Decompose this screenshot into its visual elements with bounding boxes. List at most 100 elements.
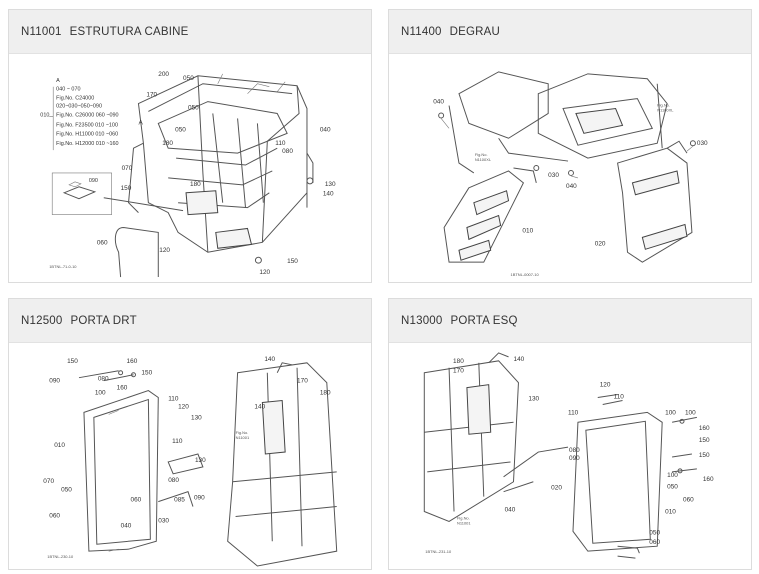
part-label: 110 <box>275 140 286 147</box>
part-label: 010 <box>522 227 533 234</box>
fig-ref: N11001 <box>457 520 471 525</box>
part-label: 120 <box>600 382 611 389</box>
part-label: 110 <box>614 394 625 401</box>
part-label: 150 <box>287 258 298 265</box>
part-label: 150 <box>699 452 710 459</box>
fig-ref: N1100XL <box>475 157 492 162</box>
diagram-thumbnail[interactable]: A 040 ~ 070 Fig.No. C24000 020~030~050~0… <box>9 54 371 282</box>
part-label: 030 <box>548 172 559 179</box>
part-label: 100 <box>685 409 696 416</box>
part-label: 040 <box>433 99 444 106</box>
card-title: PORTA ESQ <box>450 314 518 327</box>
part-label: 070 <box>122 165 133 172</box>
card-header[interactable]: N11400 DEGRAU <box>389 10 751 54</box>
part-label: 170 <box>297 378 308 385</box>
ref-line: Fig.No. H12000 010 ~160 <box>56 141 118 147</box>
part-label: 120 <box>159 247 170 254</box>
part-label: 100 <box>95 390 106 397</box>
figure-stamp: 1BTNL-0007-10 <box>511 272 540 277</box>
part-label: 080 <box>98 376 109 383</box>
part-label: 030 <box>697 140 708 147</box>
part-label: 120 <box>178 403 189 410</box>
part-label: 100 <box>665 409 676 416</box>
card-header[interactable]: N13000 PORTA ESQ <box>389 299 751 343</box>
part-label: 050 <box>188 105 199 112</box>
figure-stamp: 1BTNL-71-0-10 <box>49 264 77 269</box>
part-label: 060 <box>649 539 660 546</box>
ref-prefix: 010 <box>40 112 49 118</box>
ref-line: Fig.No. H11000 010 ~060 <box>56 131 118 137</box>
part-label: 080 <box>168 477 179 484</box>
ref-line: Fig.No. C26000 060 ~090 <box>56 112 118 118</box>
part-label: 040 <box>566 183 577 190</box>
fig-ref: N11001 <box>236 435 250 440</box>
part-label: 020 <box>595 240 606 247</box>
part-label: 010 <box>665 508 676 515</box>
part-label: 170 <box>453 368 464 375</box>
part-label: 050 <box>175 126 186 133</box>
part-label: 110 <box>568 409 579 416</box>
catalog-card-degrau[interactable]: N11400 DEGRAU <box>388 9 752 283</box>
diagram-thumbnail[interactable]: 180 140 170 130 120 110 110 080 090 100 … <box>389 343 751 569</box>
figure-stamp: 1BTNL-230-10 <box>47 554 74 559</box>
ref-line: 040 ~ 070 <box>56 87 80 93</box>
part-label: 180 <box>320 390 331 397</box>
ref-line: 020~030~050~090 <box>56 104 102 110</box>
part-label: 160 <box>703 476 714 483</box>
part-label: 170 <box>146 92 157 99</box>
part-label: 090 <box>569 455 580 462</box>
part-label: 085 <box>174 497 185 504</box>
part-label: 080 <box>569 447 580 454</box>
part-label: 140 <box>323 191 334 198</box>
fig-ref: Fig.No. <box>457 515 470 520</box>
ref-line: Fig.No. F23500 010 ~100 <box>56 122 118 128</box>
card-header[interactable]: N12500 PORTA DRT <box>9 299 371 343</box>
right-door-diagram: 150 160 090 080 150 140 100 160 110 120 … <box>43 356 338 567</box>
part-label: 130 <box>191 414 202 421</box>
part-label: 140 <box>254 403 265 410</box>
part-label: 090 <box>49 378 60 385</box>
catalog-card-porta-drt[interactable]: N12500 PORTA DRT 150 160 090 080 150 <box>8 298 372 570</box>
part-label: 150 <box>121 185 132 192</box>
part-label: 040 <box>505 507 516 514</box>
catalog-card-estrutura-cabine[interactable]: N11001 ESTRUTURA CABINE A 040 ~ 070 Fig.… <box>8 9 372 283</box>
part-label: 160 <box>117 385 128 392</box>
part-label: 060 <box>683 497 694 504</box>
part-label: 180 <box>190 181 201 188</box>
left-door-diagram: 180 140 170 130 120 110 110 080 090 100 … <box>423 352 714 559</box>
part-label: 130 <box>325 181 336 188</box>
part-label: 080 <box>282 148 293 155</box>
diagram-thumbnail[interactable]: 040 030 040 030 010 020 Fig.No. N1100XL … <box>389 54 751 282</box>
part-label: 030 <box>158 517 169 524</box>
part-label: 180 <box>162 140 173 147</box>
part-label: 150 <box>67 358 78 365</box>
diagram-thumbnail[interactable]: 150 160 090 080 150 140 100 160 110 120 … <box>9 343 371 569</box>
cabin-frame-diagram: A 040 ~ 070 Fig.No. C24000 020~030~050~0… <box>40 71 336 278</box>
part-label: 050 <box>183 75 194 82</box>
catalog-card-porta-esq[interactable]: N13000 PORTA ESQ 180 140 170 130 120 <box>388 298 752 570</box>
part-label: 120 <box>259 269 270 276</box>
part-label: 130 <box>528 395 539 402</box>
part-label: 150 <box>141 370 152 377</box>
part-label: 200 <box>158 71 169 78</box>
part-label: 140 <box>514 356 525 363</box>
part-label: 150 <box>699 437 710 444</box>
part-label: 060 <box>97 239 108 246</box>
part-label: 020 <box>551 485 562 492</box>
fig-ref: Fig.No. <box>657 103 670 108</box>
ref-line: A <box>56 78 60 84</box>
part-label: 060 <box>131 497 142 504</box>
part-label: 090 <box>89 178 98 184</box>
card-title: PORTA DRT <box>70 314 137 327</box>
card-code: N11400 <box>401 25 442 38</box>
part-label: 050 <box>649 529 660 536</box>
part-label: 060 <box>49 512 60 519</box>
part-label: 160 <box>127 358 138 365</box>
part-label: 180 <box>453 358 464 365</box>
card-code: N11001 <box>21 25 62 38</box>
part-label: 110 <box>168 395 179 402</box>
card-header[interactable]: N11001 ESTRUTURA CABINE <box>9 10 371 54</box>
part-label: 130 <box>195 457 206 464</box>
part-label: 160 <box>699 425 710 432</box>
card-title: ESTRUTURA CABINE <box>69 25 189 38</box>
